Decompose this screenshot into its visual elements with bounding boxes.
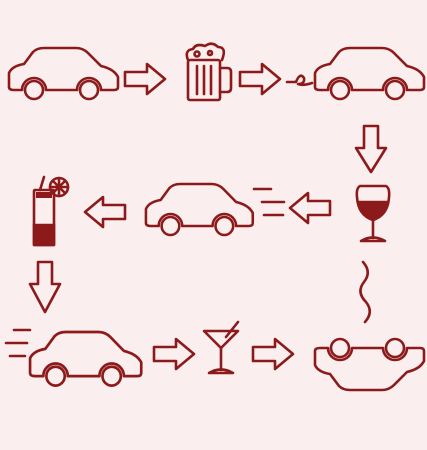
smoke-trail-icon (359, 260, 372, 324)
beer-mug-icon (185, 42, 233, 102)
wine-glass-icon (355, 184, 391, 243)
arrow-right-icon (251, 337, 295, 371)
martini-glass-icon (202, 320, 240, 375)
arrow-down-icon (28, 260, 62, 314)
speeding-car-icon (144, 182, 286, 237)
cocktail-glass-icon (32, 175, 70, 247)
arrow-right-icon (123, 62, 167, 96)
arrow-left-icon (288, 191, 332, 225)
car-icon (7, 46, 120, 101)
swerving-car-icon (285, 46, 426, 101)
arrow-down-icon (354, 124, 388, 174)
overturned-car-icon (313, 337, 426, 392)
arrow-right-icon (238, 62, 282, 96)
speeding-car-icon (4, 328, 143, 387)
arrow-left-icon (83, 195, 127, 229)
arrow-right-icon (152, 337, 196, 371)
